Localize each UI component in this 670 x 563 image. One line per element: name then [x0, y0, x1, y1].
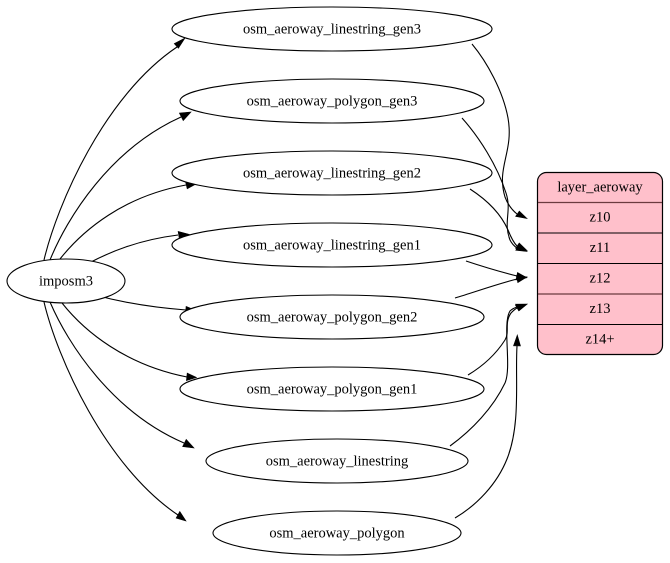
- linestring-gen3-ellipse[interactable]: [171, 6, 493, 52]
- edge-linestring-gen3-to-z10: [471, 43, 518, 215]
- edge-imposm3-to-polygon-gen2: [94, 294, 187, 311]
- node-osm-aeroway-linestring-gen1[interactable]: osm_aeroway_linestring_gen1: [171, 222, 493, 268]
- arrowhead-z10-a: [515, 210, 528, 219]
- edge-polygon-gen2-to-z12: [454, 278, 518, 299]
- linestring-label: osm_aeroway_linestring: [266, 453, 409, 469]
- edge-imposm3-to-linestring: [49, 301, 185, 444]
- edge-imposm3-to-linestring-gen2: [59, 184, 187, 260]
- linestring-gen1-ellipse[interactable]: [171, 222, 493, 268]
- polygon-ellipse[interactable]: [212, 510, 462, 556]
- edge-linestring-gen2-to-z11: [469, 188, 518, 247]
- node-layer-aeroway[interactable]: layer_aeroway z10 z11 z12 z13 z14+: [536, 171, 664, 356]
- imposm3-label: imposm3: [39, 273, 93, 289]
- edge-imposm3-to-linestring-gen3: [43, 46, 178, 261]
- polygon-gen3-ellipse[interactable]: [179, 78, 485, 124]
- layer-aeroway-row-z12-label: z12: [590, 270, 611, 286]
- linestring-ellipse[interactable]: [205, 438, 469, 484]
- polygon-gen1-label: osm_aeroway_polygon_gen1: [247, 381, 418, 397]
- edge-linestring-gen1-to-z12: [465, 260, 518, 277]
- edge-imposm3-to-polygon: [43, 301, 179, 516]
- arrowhead-z11-b: [515, 242, 528, 251]
- arrowhead-z13-b: [515, 303, 528, 311]
- edge-polygon-to-z14: [454, 345, 518, 519]
- arrowhead-linestring: [182, 438, 195, 449]
- node-osm-aeroway-linestring[interactable]: osm_aeroway_linestring: [205, 438, 469, 484]
- linestring-gen1-label: osm_aeroway_linestring_gen1: [243, 237, 421, 253]
- node-osm-aeroway-linestring-gen2[interactable]: osm_aeroway_linestring_gen2: [171, 150, 493, 196]
- arrowhead-polygon-gen3: [178, 111, 192, 122]
- edge-imposm3-to-polygon-gen3: [49, 116, 182, 261]
- polygon-gen3-label: osm_aeroway_polygon_gen3: [247, 93, 418, 109]
- layer-aeroway-header-label: layer_aeroway: [557, 179, 643, 195]
- imposm3-ellipse[interactable]: [6, 258, 126, 304]
- polygon-gen2-ellipse[interactable]: [179, 294, 485, 340]
- arrowhead-polygon-gen1: [186, 372, 198, 382]
- edge-linestring-to-z13: [449, 306, 518, 447]
- polygon-label: osm_aeroway_polygon: [269, 525, 405, 541]
- polygon-gen2-label: osm_aeroway_polygon_gen2: [247, 309, 418, 325]
- node-osm-aeroway-polygon-gen2[interactable]: osm_aeroway_polygon_gen2: [179, 294, 485, 340]
- arrowhead-z14: [513, 334, 521, 347]
- polygon-gen1-ellipse[interactable]: [179, 366, 485, 412]
- edge-imposm3-to-linestring-gen1: [88, 234, 179, 264]
- layer-aeroway-row-z11-label: z11: [590, 240, 610, 256]
- intermediate-nodes: osm_aeroway_linestring_gen3 osm_aeroway_…: [171, 6, 493, 556]
- linestring-gen2-label: osm_aeroway_linestring_gen2: [243, 165, 421, 181]
- node-osm-aeroway-polygon[interactable]: osm_aeroway_polygon: [212, 510, 462, 556]
- edge-polygon-gen3-to-z11: [461, 117, 518, 249]
- arrowhead-polygon: [175, 510, 187, 522]
- node-osm-aeroway-linestring-gen3[interactable]: osm_aeroway_linestring_gen3: [171, 6, 493, 52]
- node-osm-aeroway-polygon-gen1[interactable]: osm_aeroway_polygon_gen1: [179, 366, 485, 412]
- linestring-gen3-label: osm_aeroway_linestring_gen3: [243, 21, 421, 37]
- arrowhead-linestring-gen3: [173, 37, 186, 49]
- node-imposm3[interactable]: imposm3: [6, 258, 126, 304]
- layer-aeroway-row-z13-label: z13: [590, 301, 611, 317]
- node-osm-aeroway-polygon-gen3[interactable]: osm_aeroway_polygon_gen3: [179, 78, 485, 124]
- layer-aeroway-row-z10-label: z10: [590, 209, 611, 225]
- arrowhead-z12-b: [515, 275, 528, 284]
- edge-imposm3-to-polygon-gen1: [61, 302, 188, 378]
- linestring-gen2-ellipse[interactable]: [171, 150, 493, 196]
- layer-aeroway-row-z14-label: z14+: [585, 331, 614, 347]
- edges-tables-to-layer: [449, 43, 528, 519]
